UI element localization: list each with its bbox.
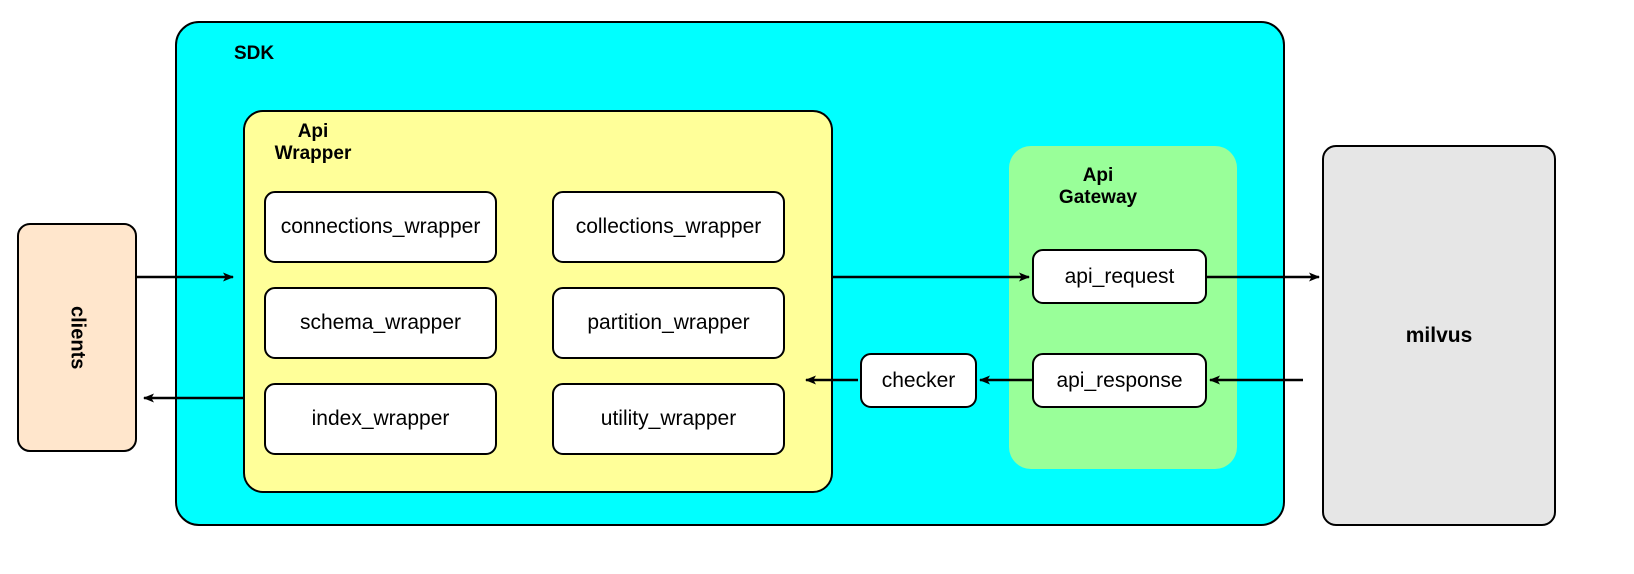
module-api-response[interactable]: api_response [1032, 353, 1207, 408]
clients-box[interactable]: clients [17, 223, 137, 452]
module-utility-wrapper[interactable]: utility_wrapper [552, 383, 785, 455]
milvus-label: milvus [1405, 323, 1473, 347]
module-schema-wrapper[interactable]: schema_wrapper [264, 287, 497, 359]
api-gateway-container[interactable]: Api Gateway [1009, 146, 1237, 469]
module-index-wrapper[interactable]: index_wrapper [264, 383, 497, 455]
api-wrapper-label: Api Wrapper [274, 121, 352, 165]
module-partition-wrapper[interactable]: partition_wrapper [552, 287, 785, 359]
module-checker[interactable]: checker [860, 353, 977, 408]
clients-label: clients [66, 305, 89, 370]
module-connections-wrapper[interactable]: connections_wrapper [264, 191, 497, 263]
milvus-box[interactable]: milvus [1322, 145, 1556, 526]
api-gateway-label: Api Gateway [1058, 165, 1138, 209]
module-collections-wrapper[interactable]: collections_wrapper [552, 191, 785, 263]
module-api-request[interactable]: api_request [1032, 249, 1207, 304]
sdk-label: SDK [233, 43, 275, 64]
